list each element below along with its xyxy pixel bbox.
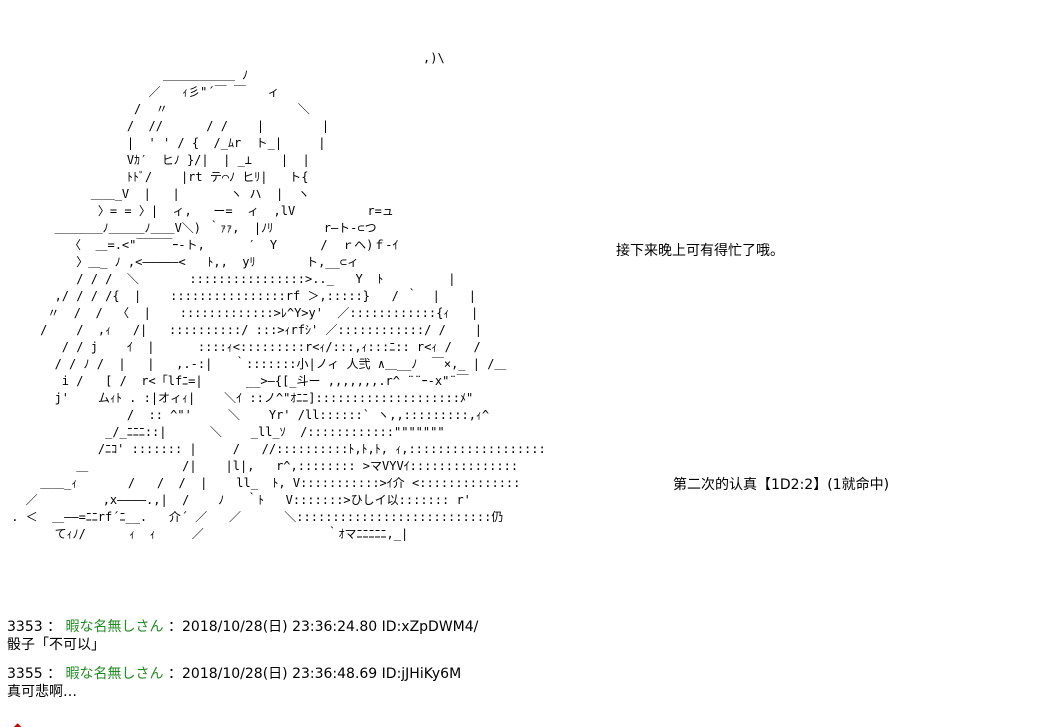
post-separator: ： bbox=[47, 619, 62, 635]
post-header: 3353 ： 暇な名無しさん ：2018/10/28(日) 23:36:24.8… bbox=[7, 618, 1047, 636]
post-header: 3355 ： 暇な名無しさん ：2018/10/28(日) 23:36:48.6… bbox=[7, 665, 1047, 683]
post-meta: ：2018/10/28(日) 23:36:24.80 ID:xZpDWM4/ bbox=[168, 619, 479, 635]
post-separator: ： bbox=[47, 666, 62, 682]
ascii-art: ,)\ ＿＿＿＿＿＿ ﾉ ／ ｨ彡"´￣ ￣ ィ / 〃 ＼ / // / / … bbox=[11, 51, 546, 541]
post-body: 骰子「不可以」 bbox=[7, 637, 105, 653]
post-number[interactable]: 3353 bbox=[7, 619, 43, 635]
poster-name: 暇な名無しさん bbox=[65, 619, 164, 635]
dice-roll-text: 第二次的认真【1D2:2】(1就命中) bbox=[673, 477, 890, 493]
post-list: 3353 ： 暇な名無しさん ：2018/10/28(日) 23:36:24.8… bbox=[7, 618, 1047, 712]
post-number[interactable]: 3355 bbox=[7, 666, 43, 682]
post: 3355 ： 暇な名無しさん ：2018/10/28(日) 23:36:48.6… bbox=[7, 665, 1047, 701]
post-meta: ：2018/10/28(日) 23:36:48.69 ID:jJHiKy6M bbox=[168, 666, 462, 682]
post: 3353 ： 暇な名無しさん ：2018/10/28(日) 23:36:24.8… bbox=[7, 618, 1047, 654]
narration-text: 接下来晚上可有得忙了哦。 bbox=[616, 243, 784, 259]
poster-name: 暇な名無しさん bbox=[65, 666, 164, 682]
post-body: 真可悲啊… bbox=[7, 684, 77, 700]
cut-off-post: ◆ bbox=[7, 718, 28, 727]
diamond-icon: ◆ bbox=[13, 720, 23, 727]
